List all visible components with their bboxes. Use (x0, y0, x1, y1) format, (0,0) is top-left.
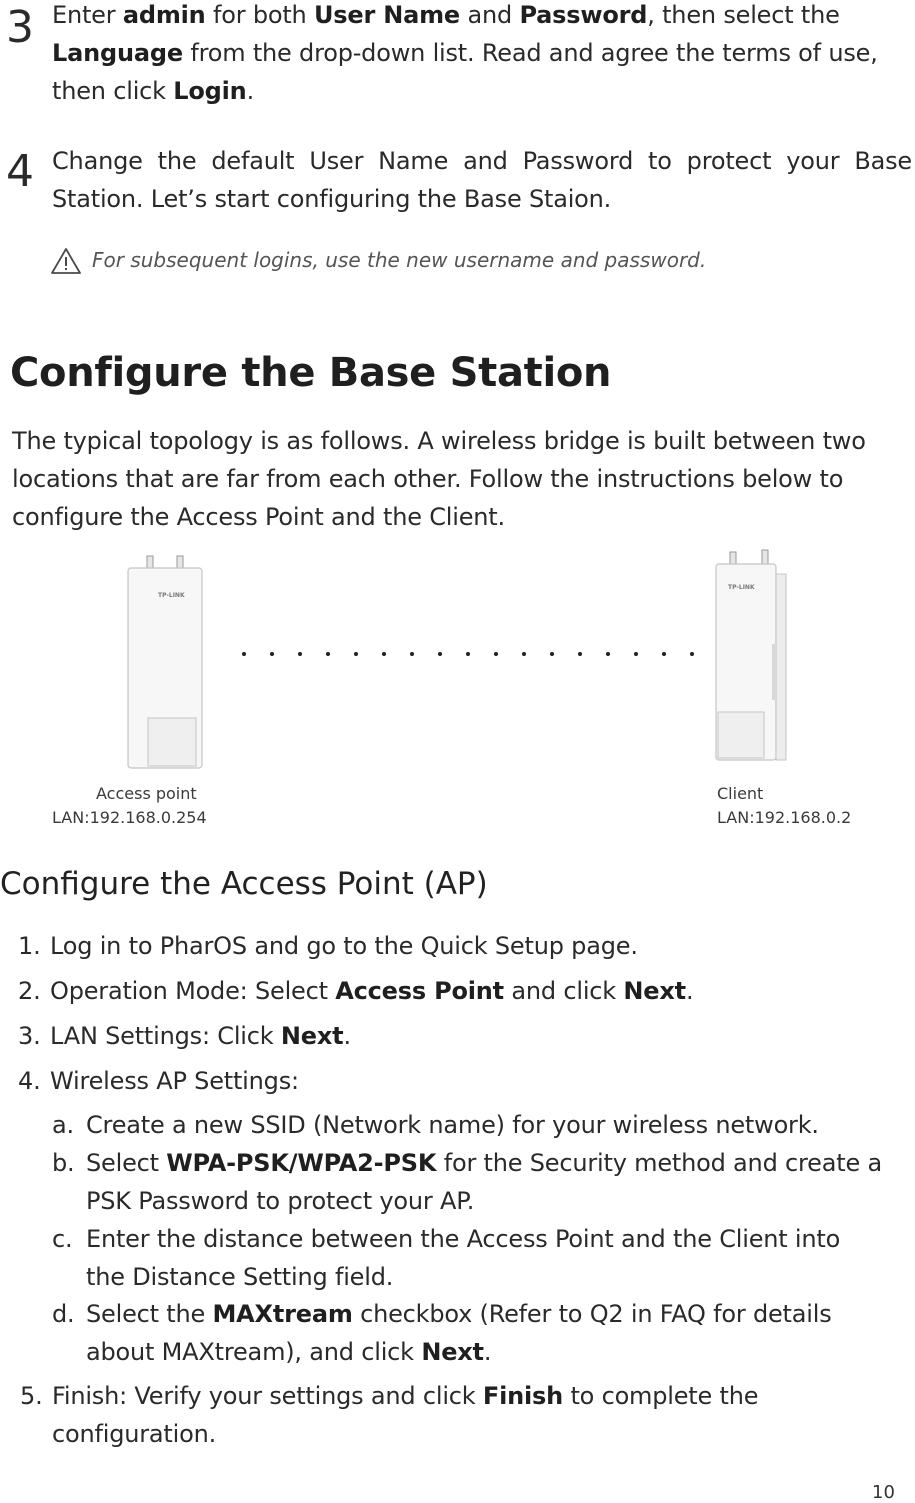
list-item-2: 2.Operation Mode: Select Access Point an… (18, 977, 694, 1005)
ap-label: Access point (96, 784, 197, 803)
step-3-text: Enter admin for both User Name and Passw… (52, 1, 878, 105)
list-item-3: 3.LAN Settings: Click Next. (18, 1022, 351, 1050)
list-item-4d: d.Select the MAXtream checkbox (Refer to… (52, 1300, 832, 1366)
access-point-device (120, 554, 210, 770)
client-label: Client (717, 784, 764, 803)
list-item-4c: c.Enter the distance between the Access … (52, 1225, 841, 1291)
subsection-title: Configure the Access Point (AP) (0, 866, 488, 902)
step-number-4: 4 (6, 146, 34, 197)
step-4-text: Change the default User Name and Passwor… (52, 147, 912, 213)
client-brand-logo: TP-LINK (728, 584, 755, 591)
wireless-link (242, 652, 694, 656)
section-title: Configure the Base Station (10, 350, 612, 396)
intro-paragraph: The typical topology is as follows. A wi… (12, 427, 866, 531)
list-item-4: 4.Wireless AP Settings: (18, 1067, 299, 1095)
list-item-4b: b.Select WPA-PSK/WPA2-PSK for the Securi… (52, 1149, 882, 1215)
page-number: 10 (872, 1482, 895, 1503)
list-item-1: 1.Log in to PharOS and go to the Quick S… (18, 932, 638, 960)
note-text: For subsequent logins, use the new usern… (92, 248, 707, 272)
list-item-5: 5.Finish: Verify your settings and click… (20, 1382, 759, 1448)
step-number-3: 3 (6, 2, 34, 53)
client-lan-address: LAN:192.168.0.2 (717, 808, 852, 827)
warning-icon (50, 246, 82, 276)
list-item-4a: a.Create a new SSID (Network name) for y… (52, 1111, 819, 1139)
client-device (706, 548, 796, 762)
ap-lan-address: LAN:192.168.0.254 (52, 808, 207, 827)
ap-brand-logo: TP-LINK (158, 592, 185, 599)
